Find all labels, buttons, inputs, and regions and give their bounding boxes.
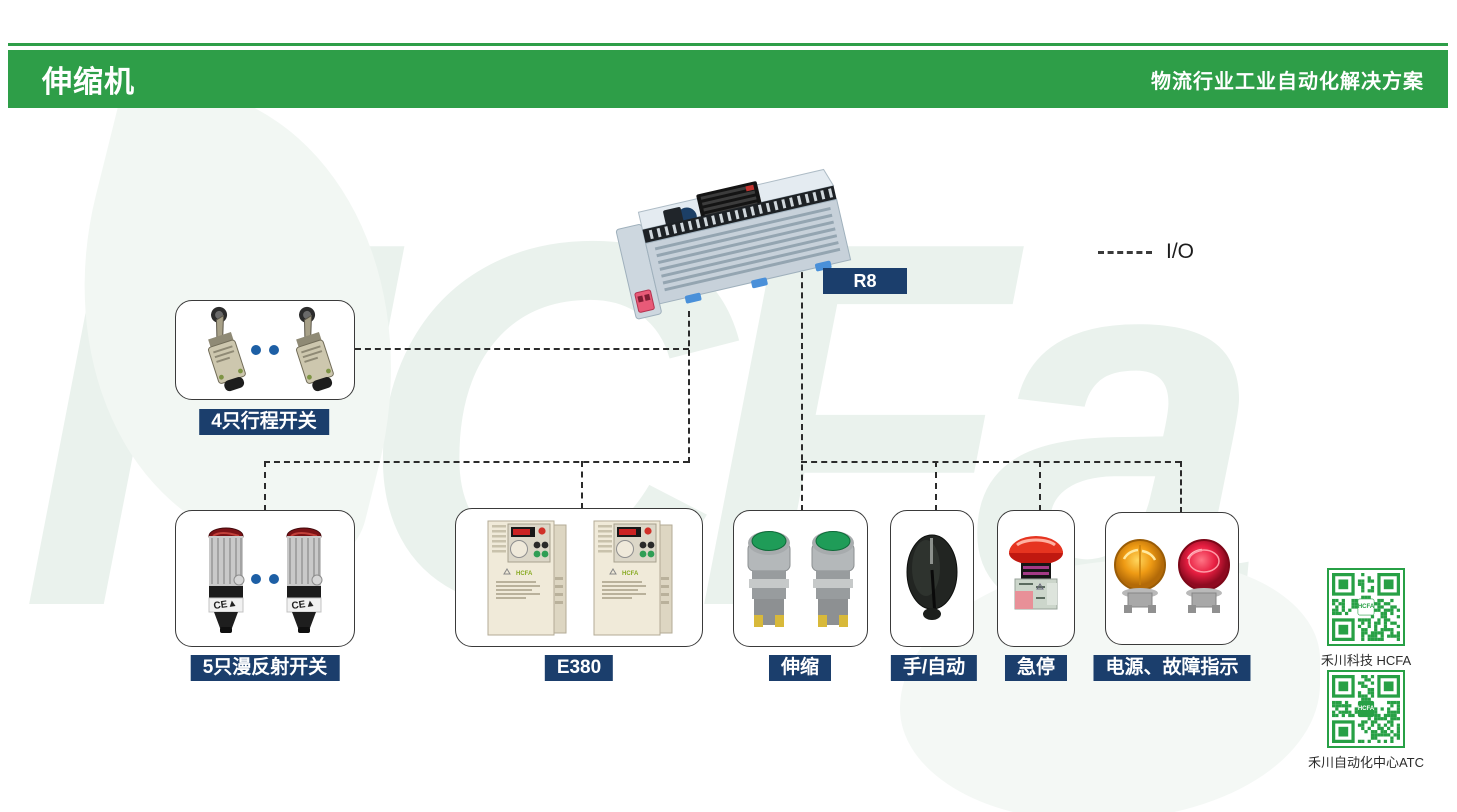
ellipsis-dots bbox=[251, 573, 279, 584]
svg-text:HCFA: HCFA bbox=[622, 571, 639, 577]
photo-sensor-box: CE▲ CE▲ bbox=[175, 510, 355, 647]
photo-sensor-image: CE▲ bbox=[286, 527, 323, 633]
limit-switch-image bbox=[208, 306, 246, 392]
connector-right-manifold bbox=[801, 461, 1181, 463]
svg-text:HCFA: HCFA bbox=[1358, 706, 1375, 712]
estop-button-image bbox=[1009, 535, 1063, 609]
inverter-box: HCFA HCFA bbox=[455, 508, 703, 647]
green-pushbutton-image bbox=[747, 530, 790, 627]
amber-indicator-image bbox=[1114, 538, 1166, 613]
svg-text:HCFA: HCFA bbox=[516, 571, 533, 577]
page-subtitle: 物流行业工业自动化解决方案 bbox=[1151, 70, 1424, 93]
ellipsis-dots bbox=[251, 345, 279, 355]
red-indicator-image bbox=[1178, 538, 1230, 613]
header-accent-line bbox=[8, 43, 1448, 46]
connector-sensor-drop bbox=[264, 461, 266, 511]
estop-box bbox=[997, 510, 1075, 647]
header-bar: 伸缩机 物流行业工业自动化解决方案 bbox=[8, 50, 1448, 108]
inverter-image: HCFA bbox=[593, 520, 673, 635]
extend-buttons-label: 伸缩 bbox=[768, 655, 832, 681]
plc-r8-device-image bbox=[612, 162, 852, 327]
qr-atc-caption: 禾川自动化中心ATC bbox=[1307, 755, 1425, 770]
inverter-label: E380 bbox=[544, 655, 614, 681]
connector-plc-right-drop bbox=[801, 262, 803, 511]
connector-plc-left-drop bbox=[688, 311, 690, 463]
manual-auto-label: 手/自动 bbox=[890, 655, 978, 681]
photo-sensor-image: CE▲ bbox=[208, 527, 245, 633]
io-legend-label: I/O bbox=[1166, 240, 1195, 263]
qr-code-company: HCFA bbox=[1327, 568, 1405, 646]
inverter-image: HCFA bbox=[487, 520, 567, 635]
page-title: 伸缩机 bbox=[42, 66, 135, 99]
qr-company: HCFA 禾川科技 HCFA bbox=[1291, 568, 1441, 669]
connector-indicator-drop bbox=[1180, 461, 1182, 513]
green-pushbutton-image bbox=[811, 530, 854, 627]
qr-company-caption: 禾川科技 HCFA bbox=[1320, 653, 1412, 668]
selector-knob-image bbox=[906, 534, 958, 620]
svg-text:HCFA: HCFA bbox=[1358, 604, 1375, 610]
indicator-lights-box bbox=[1105, 512, 1239, 645]
connector-limit-to-plc bbox=[355, 348, 689, 350]
qr-atc: HCFA 禾川自动化中心ATC bbox=[1291, 670, 1441, 771]
svg-text:CE▲: CE▲ bbox=[291, 597, 316, 611]
io-legend: I/O bbox=[1098, 240, 1194, 264]
extend-buttons-box bbox=[733, 510, 868, 647]
limit-switch-label: 4只行程开关 bbox=[199, 409, 329, 435]
qr-code-atc: HCFA bbox=[1327, 670, 1405, 748]
limit-switch-box bbox=[175, 300, 355, 400]
manual-auto-box bbox=[890, 510, 974, 647]
limit-switch-image bbox=[296, 306, 334, 392]
connector-left-manifold bbox=[264, 461, 689, 463]
indicator-lights-label: 电源、故障指示 bbox=[1093, 655, 1251, 681]
photo-sensor-label: 5只漫反射开关 bbox=[190, 655, 340, 681]
connector-selector-drop bbox=[935, 461, 937, 511]
connector-inverter-drop bbox=[581, 461, 583, 509]
estop-label: 急停 bbox=[1004, 655, 1068, 681]
dashed-line-sample bbox=[1098, 250, 1152, 254]
svg-text:CE▲: CE▲ bbox=[213, 597, 238, 611]
plc-r8-label: R8 bbox=[823, 268, 907, 294]
connector-estop-drop bbox=[1039, 461, 1041, 511]
